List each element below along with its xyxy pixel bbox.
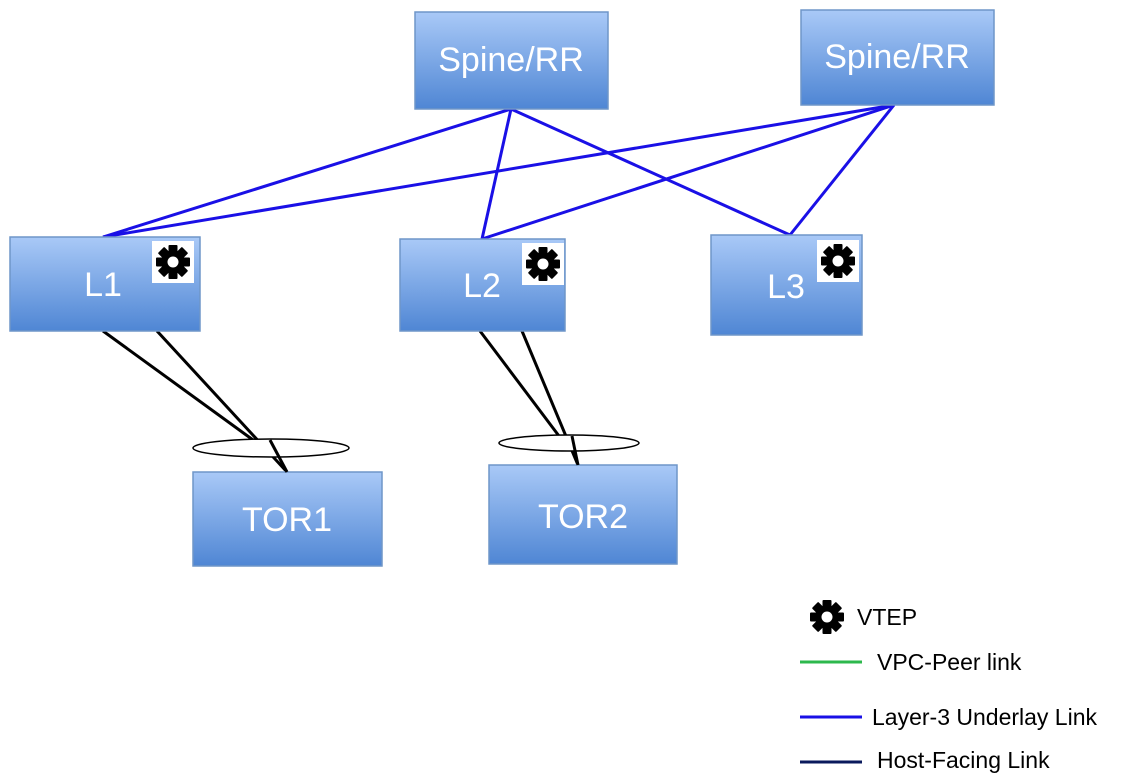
underlay-link-spine2-leaf1 (102, 103, 895, 239)
underlay-link-spine1-leaf2 (480, 108, 513, 240)
gear-icon (526, 247, 560, 281)
legend: VTEP VPC-Peer link Layer-3 Underlay Link… (800, 600, 1098, 773)
legend-item-vtep: VTEP (810, 600, 917, 634)
gear-icon (810, 600, 844, 634)
legend-label: Host-Facing Link (877, 747, 1050, 773)
node-leaf3[interactable]: L3 (710, 234, 863, 336)
node-label: TOR1 (242, 501, 332, 539)
node-box (488, 464, 678, 565)
underlay-link-spine2-leaf2 (481, 103, 895, 241)
port-channel-ellipse-tor2 (498, 434, 640, 452)
node-leaf2[interactable]: L2 (399, 238, 566, 332)
underlay-link-spine1-leaf1 (102, 107, 512, 239)
node-box (192, 471, 383, 567)
node-tor2[interactable]: TOR2 (488, 464, 678, 565)
legend-item-host-facing: Host-Facing Link (800, 747, 1050, 773)
node-box (800, 9, 995, 106)
node-spine2[interactable]: Spine/RR (800, 9, 995, 106)
legend-label: Layer-3 Underlay Link (872, 704, 1098, 730)
legend-item-vpc-peer: VPC-Peer link (800, 649, 1022, 675)
node-tor1[interactable]: TOR1 (192, 471, 383, 567)
underlay-link-spine2-leaf3 (788, 104, 896, 236)
underlay-link-spine1-leaf3 (510, 107, 791, 237)
gear-icon (156, 245, 190, 279)
legend-label: VPC-Peer link (877, 649, 1022, 675)
node-label: L3 (767, 268, 805, 306)
host-link-leaf2-tor2-a (478, 330, 564, 441)
legend-item-underlay: Layer-3 Underlay Link (800, 704, 1098, 730)
gear-icon (821, 244, 855, 278)
node-label: Spine/RR (438, 41, 584, 79)
host-link-leaf2-tor2-b-overlay (570, 435, 580, 466)
legend-label: VTEP (857, 604, 917, 630)
host-link-leaf1-tor1-a (102, 329, 261, 447)
node-label: L2 (463, 267, 501, 305)
node-label: TOR2 (538, 498, 628, 536)
node-leaf1[interactable]: L1 (9, 236, 201, 332)
node-box (414, 11, 609, 110)
port-channel-ellipse-tor1 (192, 438, 350, 458)
node-spine1[interactable]: Spine/RR (414, 11, 609, 110)
node-label: L1 (84, 266, 122, 304)
host-link-leaf1-tor1-b-overlay (268, 439, 289, 473)
host-facing-links (102, 329, 580, 474)
underlay-links (102, 103, 896, 241)
node-label: Spine/RR (824, 38, 970, 76)
